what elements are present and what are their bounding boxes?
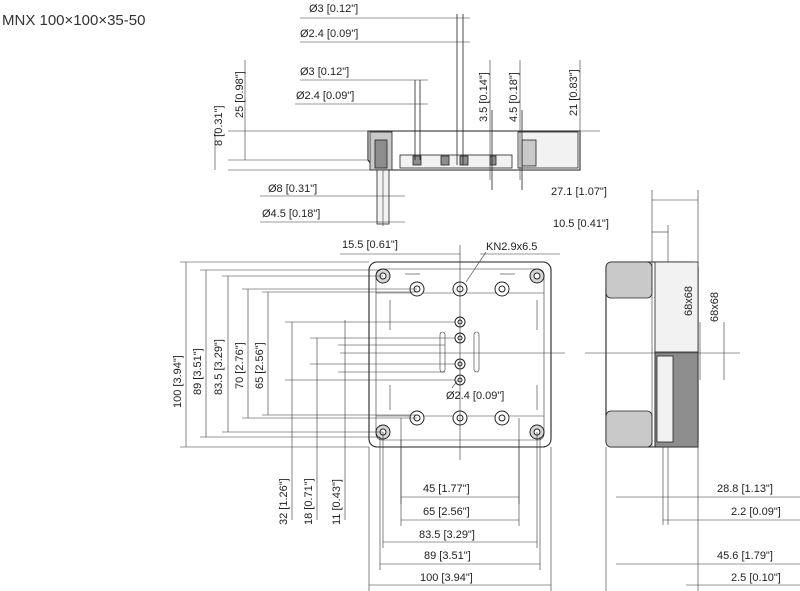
dim-v70: 70 [2.76"]: [234, 342, 246, 389]
dim-h89: 89 [3.51"]: [424, 550, 471, 562]
dim-h3-5: 3.5 [0.14"]: [478, 72, 490, 122]
dim-top-d3: Ø3 [0.12"]: [309, 3, 358, 15]
dim-v11: 11 [0.43"]: [331, 479, 343, 525]
dim-h25: 25 [0.98"]: [234, 71, 246, 118]
side-view: [585, 261, 740, 448]
dim-w27-1: 27.1 [1.07"]: [551, 186, 607, 198]
dim-w2-2: 2.2 [0.09"]: [731, 506, 781, 518]
dim-68x68-b: 68x68: [709, 292, 721, 322]
dim-center-d2-4: Ø2.4 [0.09"]: [446, 390, 504, 402]
dim-68x68-a: 68x68: [683, 286, 695, 316]
dim-w10-5: 10.5 [0.41"]: [553, 218, 609, 230]
dim-mid-d24: Ø2.4 [0.09"]: [296, 90, 354, 102]
dim-h45: 45 [1.77"]: [423, 483, 470, 495]
drawing-title: MNX 100×100×35-50: [2, 12, 145, 29]
plan-view: [340, 245, 565, 460]
side-dimensions: [605, 190, 800, 591]
dim-h83-5: 83.5 [3.29"]: [419, 529, 475, 541]
dim-h4-5: 4.5 [0.18"]: [508, 72, 520, 122]
dim-top-d24: Ø2.4 [0.09"]: [300, 28, 358, 40]
dim-v89: 89 [3.51"]: [192, 348, 204, 395]
plan-left-dimensions: [180, 253, 560, 520]
top-dimension-lines: [214, 17, 600, 223]
dim-v83-5: 83.5 [3.29"]: [213, 339, 225, 395]
dim-h65: 65 [2.56"]: [423, 506, 470, 518]
dim-d4-5: Ø4.5 [0.18"]: [262, 208, 320, 220]
dim-w15-5: 15.5 [0.61"]: [342, 239, 398, 251]
plan-bottom-dimensions: [368, 418, 552, 591]
label-kn: KN2.9x6.5: [486, 241, 537, 253]
dim-v65: 65 [2.56"]: [254, 342, 266, 389]
dim-d8: Ø8 [0.31"]: [268, 183, 317, 195]
dim-v100: 100 [3.94"]: [172, 355, 184, 408]
dim-h100: 100 [3.94"]: [420, 572, 473, 584]
dim-mid-d3: Ø3 [0.12"]: [300, 66, 349, 78]
dim-v18: 18 [0.71"]: [303, 478, 315, 525]
dim-w2-5: 2.5 [0.10"]: [731, 572, 781, 584]
dim-w45-6: 45.6 [1.79"]: [717, 550, 773, 562]
section-view-top: [367, 14, 581, 226]
dim-v32: 32 [1.26"]: [278, 478, 290, 525]
dim-w28-8: 28.8 [1.13"]: [717, 483, 773, 495]
dim-h8: 8 [0.31"]: [213, 105, 225, 146]
dim-h21: 21 [0.83"]: [568, 69, 580, 116]
